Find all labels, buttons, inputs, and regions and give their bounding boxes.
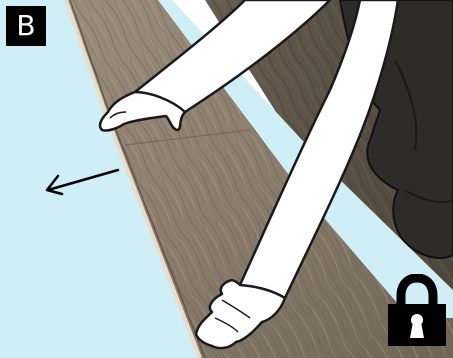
arrow-left-icon [38,164,124,200]
step-label-badge: B [6,6,46,46]
lock-badge [386,274,448,348]
padlock-locked-icon [386,274,448,348]
step-label: B [16,9,35,42]
